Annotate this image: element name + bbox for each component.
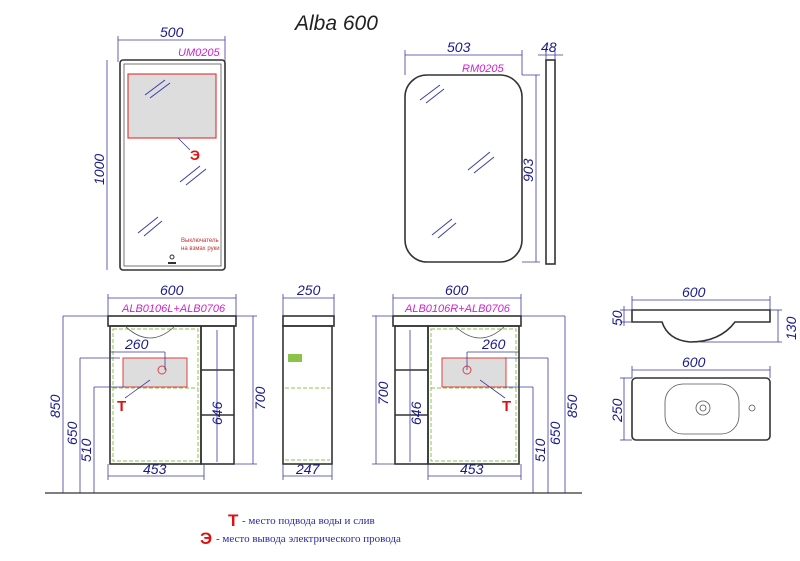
switch-icon (169, 254, 175, 260)
cabinet-right-260: 260 (481, 336, 506, 352)
water-mark-right: Т (502, 398, 511, 415)
sink-front-50: 50 (609, 310, 625, 326)
cabinet-right-453: 453 (460, 461, 484, 477)
cabinet-left-code: ALB0106L+ALB0706 (121, 303, 226, 315)
switch-note-1: Выключатель (181, 238, 219, 244)
legend-electric-text: - место вывода электрического провода (216, 533, 401, 545)
legend: Т - место подвода воды и слив Э - место … (200, 511, 401, 548)
cabinet-left-646: 646 (209, 401, 225, 425)
sink-plan-view: 600 250 (609, 354, 771, 441)
cabinet-right-850: 850 (564, 394, 580, 418)
side-bottom-depth: 247 (295, 461, 321, 477)
mirror-right-code: RM0205 (462, 63, 504, 75)
cabinet-left-453: 453 (143, 461, 167, 477)
mirror-left-width: 500 (160, 24, 184, 40)
cabinet-right-700: 700 (375, 381, 391, 405)
sink-front-130: 130 (783, 316, 799, 340)
side-top-depth: 250 (296, 282, 321, 298)
sink-front-view: 600 50 130 (609, 284, 799, 343)
mirror-depth: 48 (541, 39, 557, 55)
sink-front-width: 600 (682, 284, 706, 300)
sink-plan-depth: 250 (609, 398, 625, 423)
water-mark-left: Т (117, 398, 126, 415)
mirror-right-height: 903 (520, 158, 536, 182)
drawing-title: Alba 600 (293, 12, 378, 35)
cabinet-side: 250 247 (282, 282, 335, 480)
cabinet-right-510: 510 (532, 438, 548, 462)
cabinet-right: 600 ALB0106R+ALB0706 260 Т 700 646 453 5… (372, 282, 580, 493)
mirror-left: 500 UM0205 1000 Э Выключатель на взмах р… (91, 24, 226, 271)
mirror-right: 503 RM0205 903 48 (404, 39, 563, 265)
mirror-left-height: 1000 (91, 154, 107, 185)
cabinet-right-width: 600 (445, 282, 469, 298)
cabinet-left: 600 ALB0106L+ALB0706 260 Т 850 650 510 6… (47, 282, 268, 493)
switch-note-2: на взмах руки (181, 246, 220, 252)
cabinet-left-850: 850 (47, 394, 63, 418)
mirror-left-code: UM0205 (178, 47, 220, 59)
cabinet-left-510: 510 (78, 438, 94, 462)
cabinet-left-width: 600 (160, 282, 184, 298)
legend-water-text: - место подвода воды и слив (242, 515, 375, 527)
cabinet-right-code: ALB0106R+ALB0706 (404, 303, 511, 315)
cabinet-left-700: 700 (252, 386, 268, 410)
cabinet-right-646: 646 (408, 401, 424, 425)
legend-water-mark: Т (228, 511, 239, 530)
cabinet-left-260: 260 (124, 336, 149, 352)
sink-plan-width: 600 (682, 354, 706, 370)
cabinet-right-650: 650 (547, 421, 563, 445)
led-panel (127, 73, 217, 139)
electric-mark-left: Э (190, 147, 200, 163)
cabinet-left-650: 650 (64, 421, 80, 445)
mirror-right-width: 503 (447, 39, 471, 55)
legend-electric-mark: Э (200, 529, 212, 548)
